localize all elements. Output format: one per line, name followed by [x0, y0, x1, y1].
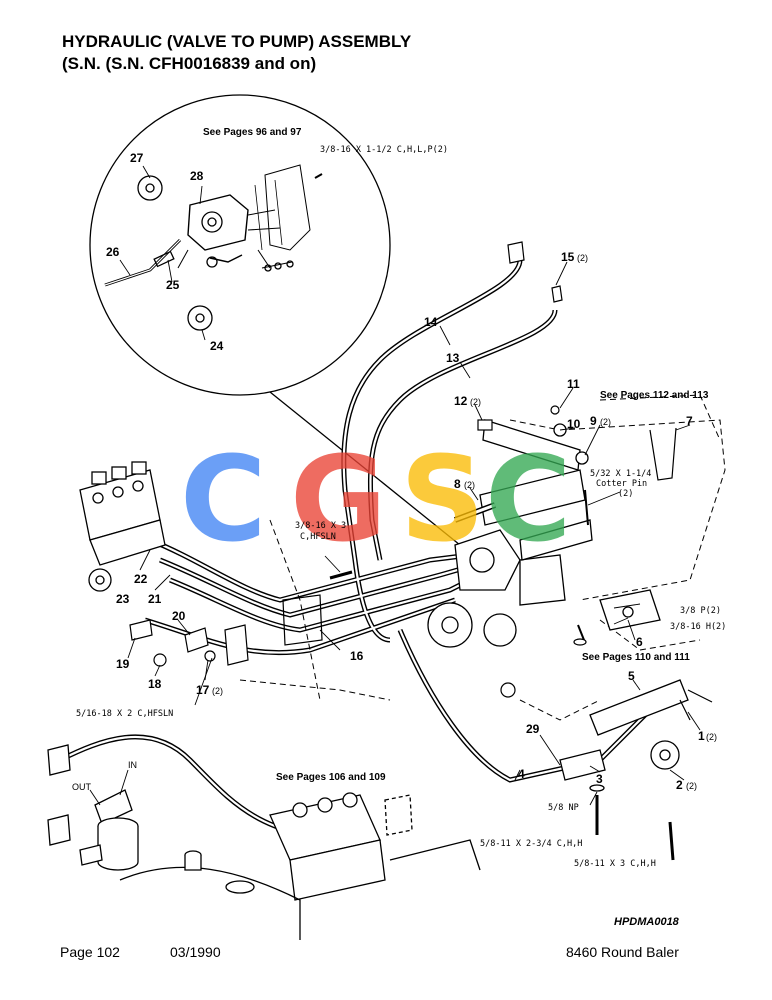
callout-9-qty: (2)	[600, 417, 611, 427]
callout-16: 16	[350, 649, 364, 663]
ref-pages-112-113: See Pages 112 and 113	[600, 390, 709, 401]
callout-12-qty: (2)	[470, 397, 481, 407]
callout-17: 17	[196, 683, 210, 697]
callout-12: 12	[454, 394, 468, 408]
ref-pages-110-111: See Pages 110 and 111	[582, 652, 690, 663]
callout-6: 6	[636, 635, 643, 649]
filter-in-label: IN	[128, 760, 137, 770]
detail-inset	[89, 94, 461, 546]
callout-21: 21	[148, 592, 162, 606]
callout-17-qty: (2)	[212, 686, 223, 696]
filter-out-label: OUT	[72, 782, 92, 792]
spec-cotter-line1: 5/32 X 1-1/4	[590, 469, 651, 479]
bracket-right	[453, 419, 677, 631]
watermark-letter-1: C	[180, 430, 267, 568]
watermark-letter-4: C	[485, 430, 572, 568]
lower-valve-block	[119, 792, 481, 940]
page-title: HYDRAULIC (VALVE TO PUMP) ASSEMBLY	[62, 32, 412, 51]
spec-cotter-line3: (2)	[618, 489, 633, 499]
callout-28: 28	[190, 169, 204, 183]
leader-lines	[89, 165, 701, 806]
callout-8: 8	[454, 477, 461, 491]
ref-pages-96-97: See Pages 96 and 97	[203, 127, 302, 138]
spec-bolt-5-16-18: 5/16-18 X 2 C,HFSLN	[76, 709, 173, 719]
callout-1: 1	[698, 729, 705, 743]
watermark: C G S C	[180, 430, 572, 568]
callout-11: 11	[567, 377, 580, 391]
watermark-letter-3: S	[400, 430, 485, 568]
spec-bolt-3-8-16-x-3-line1: 3/8-16 X 3	[295, 521, 346, 531]
callout-5: 5	[628, 669, 635, 683]
spec-bolt-3-8-16-x-1-1-2: 3/8-16 X 1-1/2 C,H,L,P(2)	[320, 145, 448, 155]
spec-bolt-5-8-11-x-2-3-4: 5/8-11 X 2-3/4 C,H,H	[480, 839, 582, 849]
callout-4: 4	[518, 767, 525, 781]
callout-29: 29	[526, 722, 540, 736]
callout-15: 15	[561, 250, 575, 264]
callout-19: 19	[116, 657, 130, 671]
filter-assembly	[47, 744, 139, 871]
ref-pages-106-109: See Pages 106 and 109	[276, 772, 386, 783]
watermark-letter-2: G	[290, 430, 387, 568]
callout-27: 27	[130, 151, 144, 165]
cylinder-assembly	[559, 679, 713, 861]
callout-18: 18	[148, 677, 162, 691]
callout-1-qty: (2)	[706, 732, 717, 742]
callout-14: 14	[424, 315, 438, 329]
callout-23: 23	[116, 592, 130, 606]
callout-22: 22	[134, 572, 148, 586]
callout-3: 3	[596, 772, 603, 786]
callout-9: 9	[590, 414, 597, 428]
frame-outline	[239, 394, 726, 721]
spec-cotter-line2: Cotter Pin	[596, 479, 647, 489]
callout-2: 2	[676, 778, 683, 792]
callout-8-qty: (2)	[464, 480, 475, 490]
spec-nut-5-8-np: 5/8 NP	[548, 803, 579, 813]
footer-date: 03/1990	[170, 944, 221, 960]
callout-15-qty: (2)	[577, 253, 588, 263]
callout-26: 26	[106, 245, 120, 259]
callout-24: 24	[210, 339, 224, 353]
spec-bolt-3-8-16-x-3-line2: C,HFSLN	[300, 532, 336, 542]
spec-nut-3-8-16-h: 3/8-16 H(2)	[670, 622, 726, 632]
pump-assembly	[427, 529, 566, 648]
callout-2-qty: (2)	[686, 781, 697, 791]
callout-13: 13	[446, 351, 460, 365]
spec-nut-3-8-p: 3/8 P(2)	[680, 606, 721, 616]
footer-model: 8460 Round Baler	[566, 944, 679, 960]
page-subtitle: (S.N. (S.N. CFH0016839 and on)	[62, 54, 317, 73]
callout-10: 10	[567, 417, 581, 431]
spec-bolt-5-8-11-x-3: 5/8-11 X 3 C,H,H	[574, 859, 656, 869]
callout-7: 7	[686, 414, 693, 428]
callout-25: 25	[166, 278, 180, 292]
fittings	[129, 241, 587, 698]
footer-page-number: Page 102	[60, 944, 120, 960]
figure-code: HPDMA0018	[614, 916, 679, 928]
callout-20: 20	[172, 609, 186, 623]
valve-block-left	[79, 461, 166, 592]
callouts: 27 28 26 25 24 14 13 15 (2) 11 12 (2) 10…	[106, 151, 717, 792]
